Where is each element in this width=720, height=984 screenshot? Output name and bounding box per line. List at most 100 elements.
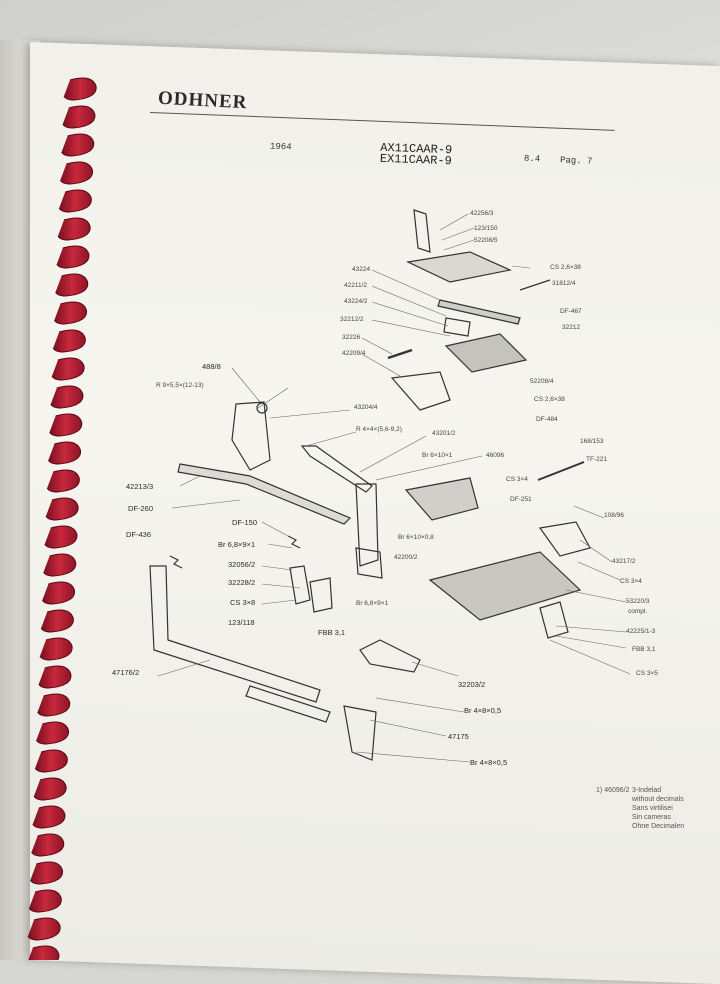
- label-42209-4: 42209/4: [342, 350, 366, 357]
- binding-ring: [31, 833, 65, 857]
- label-31812-4: 31812/4: [552, 280, 576, 287]
- binding-ring: [47, 441, 81, 465]
- binding-ring: [55, 273, 89, 297]
- label-42256-3: 42256/3: [470, 210, 494, 217]
- binding-ring: [37, 693, 71, 717]
- label-fbb-31-a: FBB 3,1: [318, 628, 346, 637]
- binding-ring: [27, 917, 61, 941]
- binding-ring: [45, 497, 79, 521]
- binding-ring: [53, 301, 87, 325]
- label-43201-2: 43201/2: [432, 430, 456, 437]
- binding-ring: [62, 105, 96, 129]
- label-br-68x9x1-b: Br 6,8×9×1: [356, 600, 389, 607]
- washer-488-part: [256, 402, 268, 414]
- binding-ring: [33, 777, 67, 801]
- bracket-42225-part: [539, 601, 569, 639]
- footnote-ref: 46096/2: [604, 787, 630, 794]
- binding-ring: [35, 721, 69, 745]
- leader-lines: [157, 213, 631, 763]
- label-43204-4: 43204/4: [354, 404, 378, 411]
- bar-segment-part: [245, 685, 331, 723]
- label-42213-3: 42213/3: [126, 482, 154, 491]
- label-47176-2: 47176/2: [112, 668, 140, 677]
- label-df-260: DF-260: [128, 504, 154, 513]
- label-32226: 32226: [342, 334, 361, 341]
- label-cs-26x38: CS 2,6×38: [534, 396, 565, 403]
- binding-ring: [44, 525, 78, 549]
- spring-block-part: [443, 317, 471, 337]
- bracket-32228-part: [309, 577, 333, 613]
- binding-ring: [56, 245, 90, 269]
- top-bracket-part: [413, 209, 431, 253]
- label-32203-2: 32203/2: [458, 680, 486, 689]
- spring-df436-part: [169, 555, 183, 569]
- label-cs-26x38-top: CS 2,6×38: [550, 264, 581, 271]
- label-42211-2: 42211/2: [344, 282, 368, 289]
- label-r-4x4: R 4×4×(5,6-9,2): [356, 426, 402, 433]
- binding-ring: [59, 161, 93, 185]
- label-43217-2: 43217/2: [612, 558, 636, 565]
- binding-ring: [28, 945, 60, 960]
- footnote-line: Ohne Decimalen: [632, 823, 685, 830]
- bracket-42209-part: [390, 371, 451, 411]
- spring-rod-168-part: [537, 461, 585, 481]
- binding-ring: [38, 665, 72, 689]
- label-43224-2: 43224/2: [344, 298, 368, 305]
- label-32212-2: 32212/2: [340, 316, 364, 323]
- shaft-assembly-part: [355, 483, 379, 567]
- footnote-line: 3-Indelad: [632, 787, 662, 794]
- binding-ring: [32, 805, 66, 829]
- label-52208-5: 52208/5: [474, 237, 498, 244]
- binding-ring: [40, 609, 74, 633]
- label-df-484: DF-484: [536, 416, 558, 423]
- label-123-118: 123/118: [228, 618, 255, 627]
- binding-ring: [39, 637, 73, 661]
- label-cs-3x8: CS 3×8: [230, 598, 256, 607]
- label-168-153: 168/153: [580, 438, 604, 445]
- lever-42213-part: [177, 463, 352, 525]
- label-108-96: 108/96: [604, 512, 624, 519]
- binding-ring: [63, 77, 97, 101]
- binding-ring: [52, 329, 86, 353]
- label-df-251: DF-251: [510, 496, 532, 503]
- binding-ring: [29, 861, 63, 885]
- top-plate-part: [406, 251, 512, 283]
- label-br-6x10x08: Br 6×10×0,8: [398, 534, 434, 541]
- grid-plate-part: [444, 333, 528, 373]
- label-52208-4: 52208/4: [530, 378, 554, 385]
- label-br-68x9x1-a: Br 6,8×9×1: [218, 540, 256, 549]
- binding-ring: [58, 189, 92, 213]
- label-df-436: DF-436: [126, 530, 152, 539]
- plate-43217-part: [538, 521, 591, 557]
- label-compl: compl.: [628, 608, 648, 615]
- keyboard-frame-53220-part: [428, 551, 582, 621]
- footnote-line: Sin cameras: [632, 814, 671, 821]
- label-cs-3x4-b: CS 3×4: [620, 578, 642, 585]
- label-df-150: DF-150: [232, 518, 258, 527]
- binding-ring: [46, 469, 80, 493]
- label-42200-2: 42200/2: [394, 554, 418, 561]
- footnote-line: Sans virtilisei: [632, 805, 673, 812]
- label-53220-3: 53220/3: [626, 598, 650, 605]
- label-123-150: 123/150: [474, 225, 498, 232]
- label-32056-2: 32056/2: [228, 560, 256, 569]
- footnote-line: without decimals: [632, 796, 684, 803]
- footnote: 1) 46096/2 3-Indelad without decimals Sa…: [596, 786, 684, 831]
- label-tf-221: TF-221: [586, 456, 607, 463]
- label-br-4x8x05-b: Br 4×8×0,5: [470, 758, 508, 767]
- label-46096: 46096: [486, 452, 505, 459]
- block-32056-part: [289, 565, 311, 605]
- binding-ring: [51, 357, 85, 381]
- binding-ring: [49, 413, 83, 437]
- spiral-binding: [27, 77, 97, 960]
- label-fbb-31-b: FBB 3,1: [632, 646, 656, 653]
- arm-43201-part: [300, 445, 373, 493]
- rod-part: [387, 348, 413, 360]
- lever-47175-part: [343, 705, 377, 761]
- binding-ring: [61, 133, 95, 157]
- label-488-8: 488/8: [202, 362, 221, 371]
- label-47175: 47175: [448, 732, 469, 741]
- spring-df150-part: [287, 535, 301, 549]
- label-df-467: DF-467: [560, 308, 582, 315]
- bar-47176-part: [149, 565, 321, 703]
